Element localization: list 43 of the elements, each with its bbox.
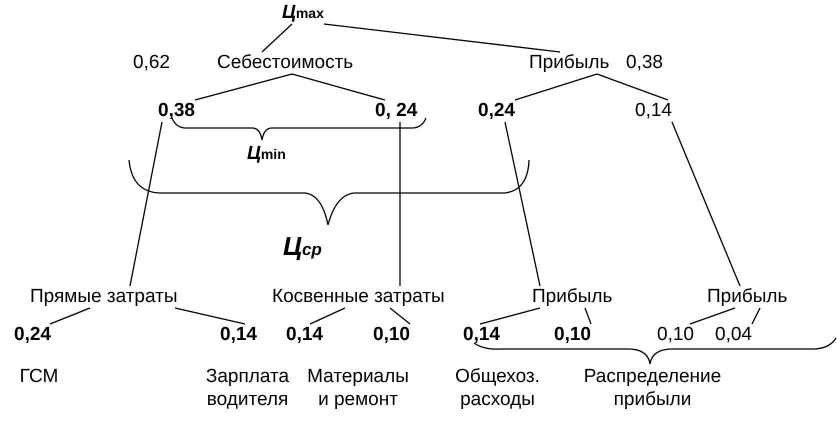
connector-line xyxy=(690,307,736,325)
connector-line xyxy=(596,73,668,101)
node-label: Себестоимость xyxy=(217,52,354,74)
category-label: Зарплата водителя xyxy=(204,365,290,411)
node-label: Косвенные затраты xyxy=(272,286,445,308)
node-label: 0,10 xyxy=(554,324,591,346)
category-label: Материалы и ремонт xyxy=(306,365,410,411)
node-label: 0,10 xyxy=(373,324,410,346)
node-label: 0,24 xyxy=(14,324,51,346)
node-label: 0,24 xyxy=(478,100,515,122)
connector-line xyxy=(292,73,386,101)
connector-line xyxy=(390,308,410,324)
connector-line xyxy=(671,122,741,286)
connector-line xyxy=(514,73,598,101)
connector-line xyxy=(262,24,292,52)
connector-line xyxy=(310,307,346,325)
share-value: 0,62 xyxy=(133,52,170,74)
connector-line xyxy=(751,308,761,324)
node-label: 0,10 xyxy=(657,324,694,346)
share-value: 0,38 xyxy=(626,52,663,74)
connector-line xyxy=(504,122,541,286)
node-label: Прибыль xyxy=(529,52,610,74)
node-label: 0,04 xyxy=(715,324,752,346)
node-label: Прибыль xyxy=(707,286,788,308)
connector-line xyxy=(584,308,592,324)
node-label: 0,14 xyxy=(286,324,323,346)
connector-line xyxy=(399,122,401,286)
category-label: Общехоз. расходы xyxy=(454,365,541,411)
node-label: 0, 24 xyxy=(375,100,418,122)
category-label: Распределение прибыли xyxy=(582,365,722,411)
connector-line xyxy=(174,307,246,325)
category-label: ГСМ xyxy=(18,365,60,388)
node-label: 0,38 xyxy=(158,100,195,122)
connector-line xyxy=(50,307,90,325)
node-label: Прямые затраты xyxy=(30,286,178,308)
connector-line xyxy=(480,307,540,325)
connector-line xyxy=(194,73,292,101)
node-label: 0,14 xyxy=(220,324,257,346)
connector-line xyxy=(324,23,560,53)
node-label: Прибыль xyxy=(532,286,612,308)
node-label: 0,14 xyxy=(463,324,500,346)
node-label: 0,14 xyxy=(635,100,672,122)
connector-line xyxy=(129,122,163,286)
